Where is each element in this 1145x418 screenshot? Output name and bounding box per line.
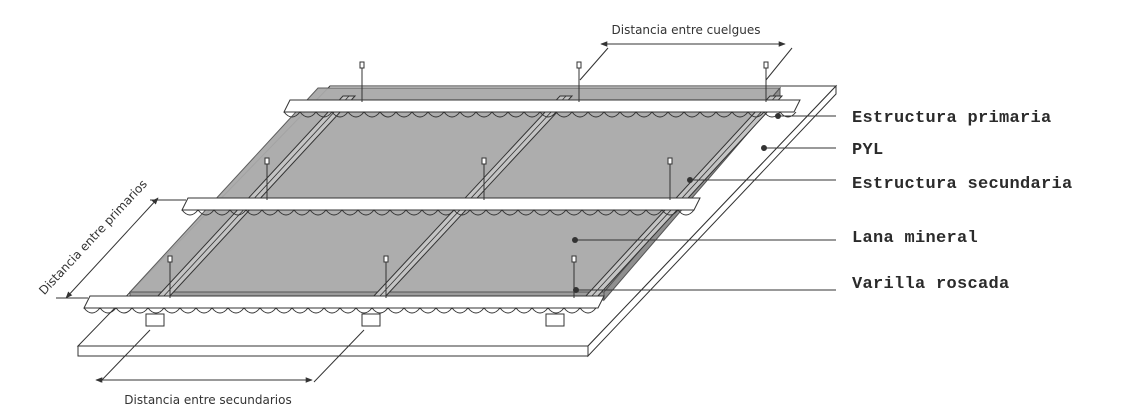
secondary-channels <box>154 95 784 299</box>
label-pyl: PYL <box>852 141 884 160</box>
label-lana-mineral: Lana mineral <box>852 229 978 248</box>
dimension-secundarios: Distancia entre secundarios <box>95 329 365 407</box>
threaded-rods <box>167 61 769 298</box>
primary-channel-top <box>283 99 801 118</box>
dimension-secundarios-label: Distancia entre secundarios <box>124 393 291 407</box>
callout-pyl: PYL <box>761 141 884 160</box>
primary-channel-bottom <box>83 295 605 327</box>
dimension-cuelgues: Distancia entre cuelgues <box>579 23 793 81</box>
callout-estructura-primaria: Estructura primaria <box>775 109 1052 128</box>
callout-lana-mineral: Lana mineral <box>572 229 978 248</box>
dimension-cuelgues-label: Distancia entre cuelgues <box>612 23 761 37</box>
callout-varilla-roscada: Varilla roscada <box>573 275 1010 294</box>
label-estructura-primaria: Estructura primaria <box>852 109 1052 128</box>
dimension-primarios-label: Distancia entre primarios <box>36 177 150 298</box>
callout-estructura-secundaria: Estructura secundaria <box>687 175 1073 194</box>
label-varilla-roscada: Varilla roscada <box>852 275 1010 294</box>
primary-channel-middle <box>181 197 701 216</box>
label-estructura-secundaria: Estructura secundaria <box>852 175 1073 194</box>
